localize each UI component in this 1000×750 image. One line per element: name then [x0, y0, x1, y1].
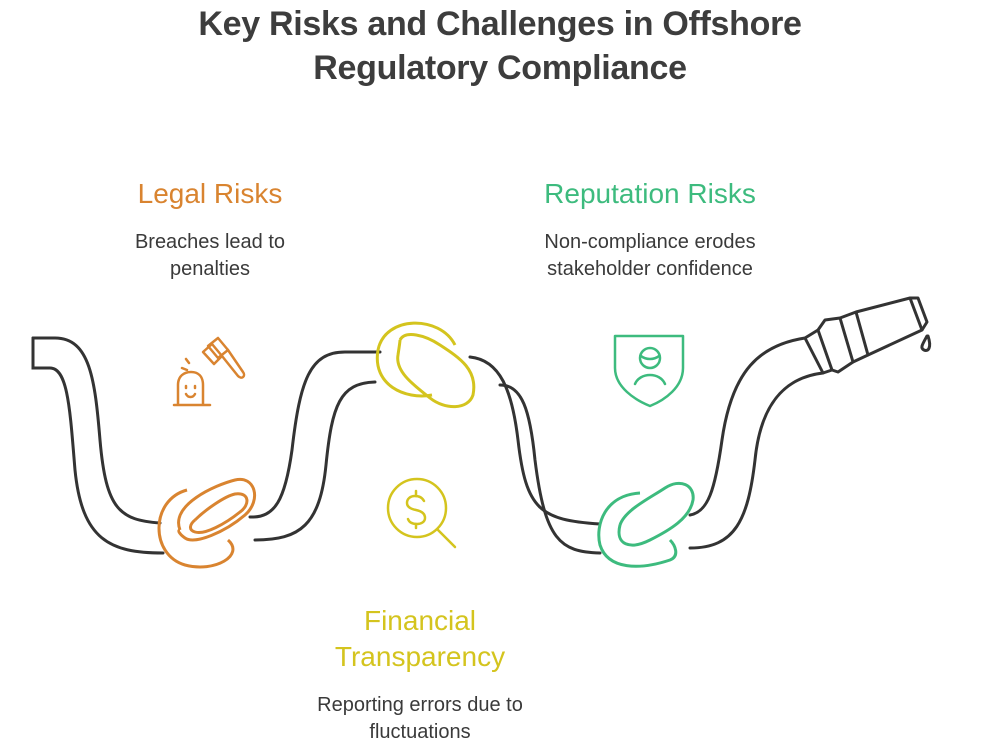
title-line-2: Regulatory Compliance: [313, 49, 687, 87]
shield-person-icon: [613, 334, 685, 408]
legal-risks-heading: Legal Risks: [137, 178, 283, 209]
financial-desc-line-2: fluctuations: [369, 721, 471, 743]
financial-transparency-description: Reporting errors due to fluctuations: [270, 692, 570, 746]
legal-desc-line-2: penalties: [169, 258, 251, 280]
reputation-risks-description: Non-compliance erodes stakeholder confid…: [500, 229, 800, 283]
financial-heading-line-1: Financial: [363, 605, 477, 636]
reputation-desc-line-2: stakeholder confidence: [547, 258, 753, 280]
reputation-risks-heading: Reputation Risks: [544, 178, 756, 209]
legal-desc-line-1: Breaches lead to: [134, 231, 286, 253]
financial-heading-line-2: Transparency: [334, 641, 506, 672]
water-drop-icon: [920, 334, 932, 352]
reputation-desc-line-1: Non-compliance erodes: [544, 231, 756, 253]
reputation-knot-icon: [597, 481, 695, 568]
title-line-1: Key Risks and Challenges in Offshore: [198, 5, 802, 43]
page-title: Key Risks and Challenges in Offshore Reg…: [0, 2, 1000, 90]
nozzle-icon: [803, 296, 932, 375]
gavel-icon: [172, 336, 246, 407]
hose-icon: [31, 336, 825, 555]
dollar-magnifier-icon: [386, 477, 457, 549]
financial-desc-line-1: Reporting errors due to: [317, 694, 523, 716]
financial-knot-icon: [375, 321, 476, 409]
legal-risks-description: Breaches lead to penalties: [90, 229, 330, 283]
financial-transparency-heading: Financial Transparency: [290, 603, 550, 675]
legal-knot-icon: [157, 477, 256, 569]
